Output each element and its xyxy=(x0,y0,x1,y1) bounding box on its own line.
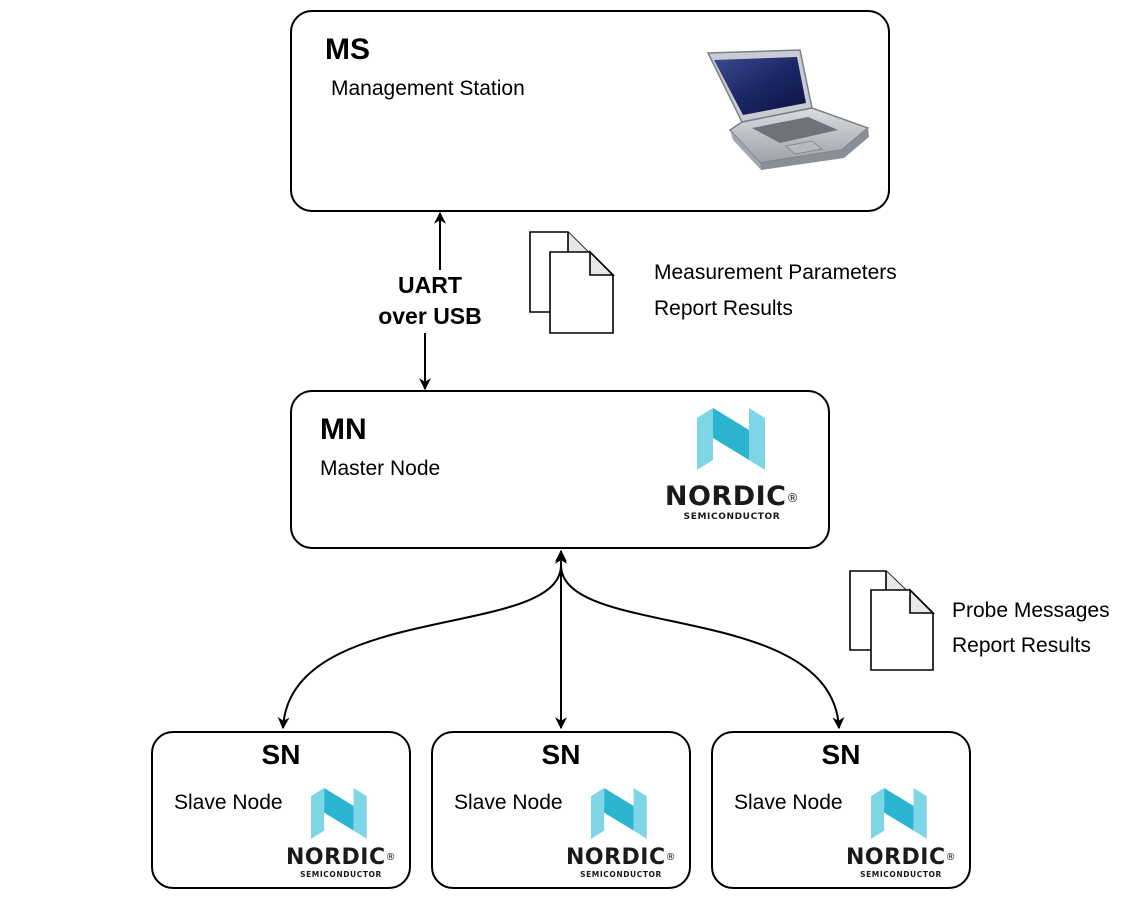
uart-label-line2: over USB xyxy=(378,303,482,329)
nordic-sub: SEMICONDUCTOR xyxy=(300,870,382,879)
sn-title: SN xyxy=(261,739,301,770)
nordic-logo-mark xyxy=(311,788,367,839)
sn-title: SN xyxy=(541,739,581,770)
registered-mark: ® xyxy=(945,852,957,864)
nordic-logo-mark xyxy=(697,408,765,470)
mn-subtitle: Master Node xyxy=(320,457,441,480)
nordic-wordmark: NORDIC® SEMICONDUCTOR xyxy=(843,845,959,880)
registered-mark: ® xyxy=(786,490,800,505)
mn-title: MN xyxy=(320,413,367,446)
doc-label-parameters: Measurement Parameters xyxy=(654,261,897,284)
slave-node-box-2 xyxy=(431,731,691,889)
documents-icon xyxy=(849,570,935,671)
nordic-word: NORDIC xyxy=(565,845,666,870)
laptop-icon xyxy=(706,49,870,170)
nordic-word: NORDIC xyxy=(664,481,787,512)
ms-title: MS xyxy=(325,33,370,66)
sn-subtitle: Slave Node xyxy=(174,791,283,814)
sn-subtitle: Slave Node xyxy=(734,791,843,814)
doc-label-probe: Probe Messages xyxy=(952,599,1110,622)
mn-sn3-arrow xyxy=(560,564,845,730)
slave-node-box-3 xyxy=(711,731,971,889)
sn-subtitle: Slave Node xyxy=(454,791,563,814)
ms-subtitle: Management Station xyxy=(331,77,525,100)
nordic-wordmark: NORDIC® SEMICONDUCTOR xyxy=(283,845,399,880)
uart-label: UART over USB xyxy=(360,270,500,332)
nordic-word: NORDIC xyxy=(285,845,386,870)
mn-sn1-arrow xyxy=(277,564,562,730)
uart-label-line1: UART xyxy=(398,272,462,298)
registered-mark: ® xyxy=(665,852,677,864)
nordic-logo-mark xyxy=(871,788,927,839)
nordic-wordmark: NORDIC® SEMICONDUCTOR xyxy=(563,845,679,880)
slave-node-box-1 xyxy=(151,731,411,889)
nordic-wordmark: NORDIC® SEMICONDUCTOR xyxy=(662,482,802,523)
nordic-logo-mark xyxy=(591,788,647,839)
sn-title: SN xyxy=(821,739,861,770)
nordic-sub: SEMICONDUCTOR xyxy=(683,512,781,522)
registered-mark: ® xyxy=(385,852,397,864)
doc-label-results: Report Results xyxy=(654,297,793,320)
documents-icon xyxy=(529,231,615,334)
master-node-box xyxy=(290,390,830,549)
nordic-sub: SEMICONDUCTOR xyxy=(580,870,662,879)
nordic-sub: SEMICONDUCTOR xyxy=(860,870,942,879)
doc-label-results: Report Results xyxy=(952,634,1091,657)
nordic-word: NORDIC xyxy=(845,845,946,870)
